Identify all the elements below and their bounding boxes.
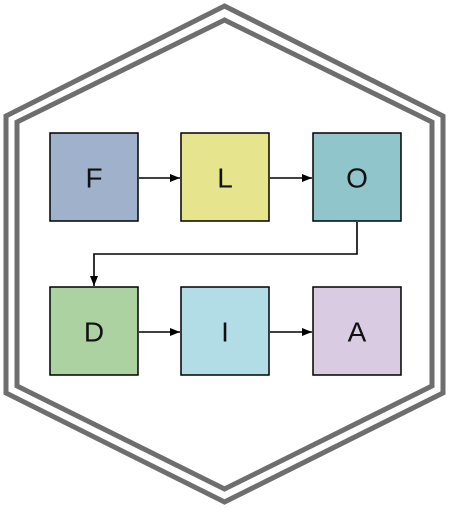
node-l: L: [180, 132, 270, 222]
node-o: O: [312, 132, 402, 222]
node-l-label: L: [217, 163, 233, 194]
node-f-label: F: [85, 163, 102, 194]
node-d: D: [49, 286, 139, 376]
edges-layer: [90, 174, 358, 336]
node-a: A: [312, 286, 402, 376]
node-i-label: I: [221, 317, 229, 348]
node-o-box: [312, 132, 402, 222]
node-d-box: [49, 286, 139, 376]
node-f-box: [49, 132, 139, 222]
node-f: F: [49, 132, 139, 222]
edge-o-to-d: [90, 222, 358, 286]
node-a-box: [312, 286, 402, 376]
hexagon-outer-border: [3, 3, 446, 505]
node-o-label: O: [346, 163, 368, 194]
node-l-box: [180, 132, 270, 222]
hexagon-inner-border: [14, 17, 435, 492]
node-d-label: D: [84, 317, 104, 348]
node-i: I: [180, 286, 270, 376]
node-a-label: A: [348, 317, 367, 348]
node-i-box: [180, 286, 270, 376]
